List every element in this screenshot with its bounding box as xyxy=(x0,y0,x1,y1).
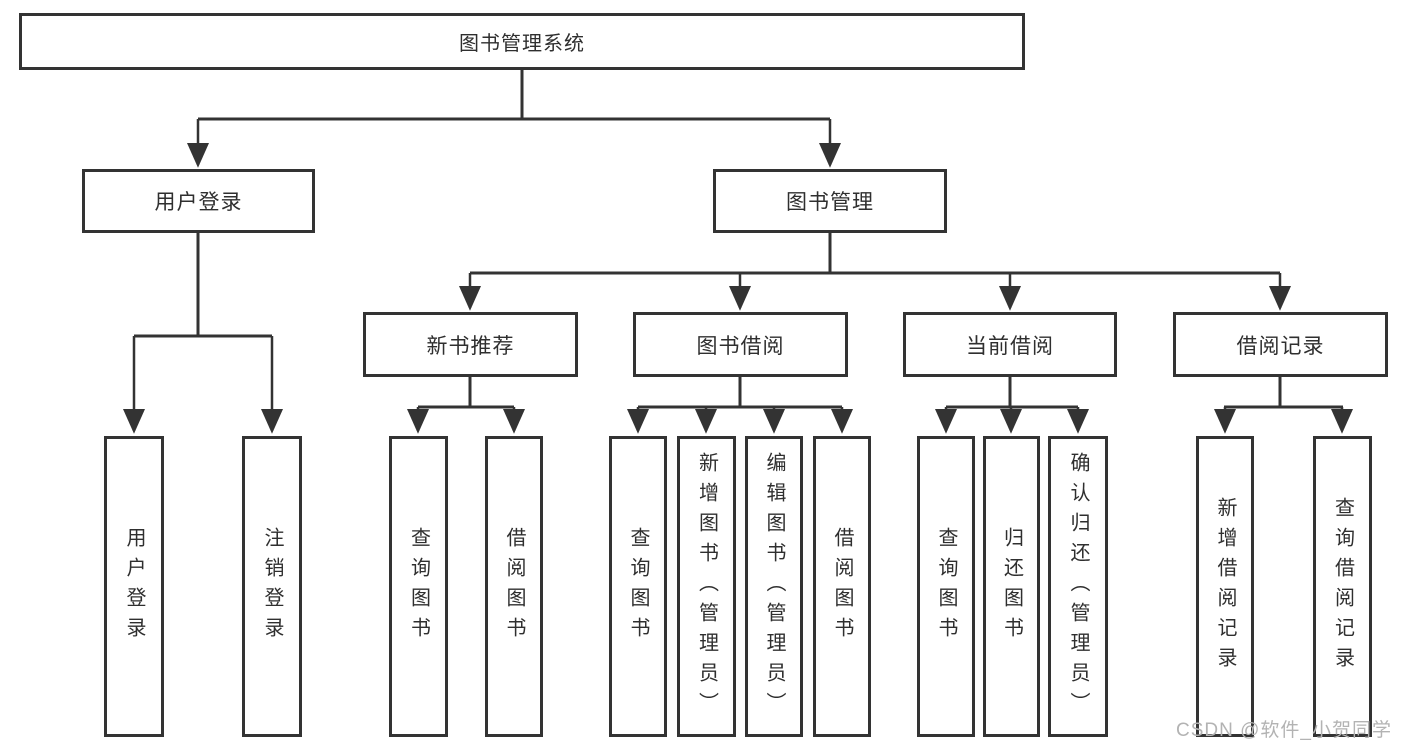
node-label: 查询图书 xyxy=(627,526,649,647)
node-label: 编辑图书（管理员） xyxy=(763,451,785,722)
node-label: 查询图书 xyxy=(407,526,430,647)
node-user-login: 用户登录 xyxy=(82,169,315,233)
leaf-borrow-books-2: 借阅图书 xyxy=(813,436,871,737)
node-label: 用户登录 xyxy=(154,191,243,214)
node-root: 图书管理系统 xyxy=(19,13,1025,70)
leaf-query-borrow-record: 查询借阅记录 xyxy=(1313,436,1372,737)
node-label: 确认归还（管理员） xyxy=(1067,451,1089,722)
tree-arrows xyxy=(122,119,1354,434)
leaf-borrow-books-1: 借阅图书 xyxy=(485,436,543,737)
node-label: 查询图书 xyxy=(935,526,957,647)
leaf-edit-book-admin: 编辑图书（管理员） xyxy=(745,436,803,737)
node-label: 用户登录 xyxy=(123,526,145,647)
node-current-borrow: 当前借阅 xyxy=(903,312,1117,377)
leaf-confirm-return-admin: 确认归还（管理员） xyxy=(1048,436,1108,737)
node-label: 新增图书（管理员） xyxy=(695,451,718,722)
leaf-add-book-admin: 新增图书（管理员） xyxy=(677,436,736,737)
leaf-query-books-2: 查询图书 xyxy=(609,436,667,737)
node-label: 归还图书 xyxy=(1000,526,1023,647)
node-book-borrow: 图书借阅 xyxy=(633,312,848,377)
leaf-user-login: 用户登录 xyxy=(104,436,164,737)
node-label: 借阅图书 xyxy=(503,526,525,647)
leaf-return-books: 归还图书 xyxy=(983,436,1040,737)
node-label: 借阅图书 xyxy=(831,526,853,647)
node-label: 查询借阅记录 xyxy=(1331,496,1354,677)
node-label: 图书管理系统 xyxy=(459,33,585,55)
node-label: 图书借阅 xyxy=(696,334,785,358)
node-label: 新增借阅记录 xyxy=(1214,496,1236,677)
node-label: 注销登录 xyxy=(261,526,283,647)
node-label: 图书管理 xyxy=(786,191,874,214)
watermark: CSDN @软件_小贺同学 xyxy=(1176,720,1392,741)
node-book-management: 图书管理 xyxy=(713,169,947,233)
tree-rails xyxy=(134,70,1343,409)
leaf-query-books-3: 查询图书 xyxy=(917,436,975,737)
node-label: 当前借阅 xyxy=(966,334,1054,358)
node-label: 新书推荐 xyxy=(426,334,515,358)
leaf-query-books-1: 查询图书 xyxy=(389,436,448,737)
node-borrow-records: 借阅记录 xyxy=(1173,312,1388,377)
node-new-book-recommend: 新书推荐 xyxy=(363,312,578,377)
node-label: 借阅记录 xyxy=(1236,334,1325,358)
leaf-logout: 注销登录 xyxy=(242,436,302,737)
leaf-add-borrow-record: 新增借阅记录 xyxy=(1196,436,1254,737)
